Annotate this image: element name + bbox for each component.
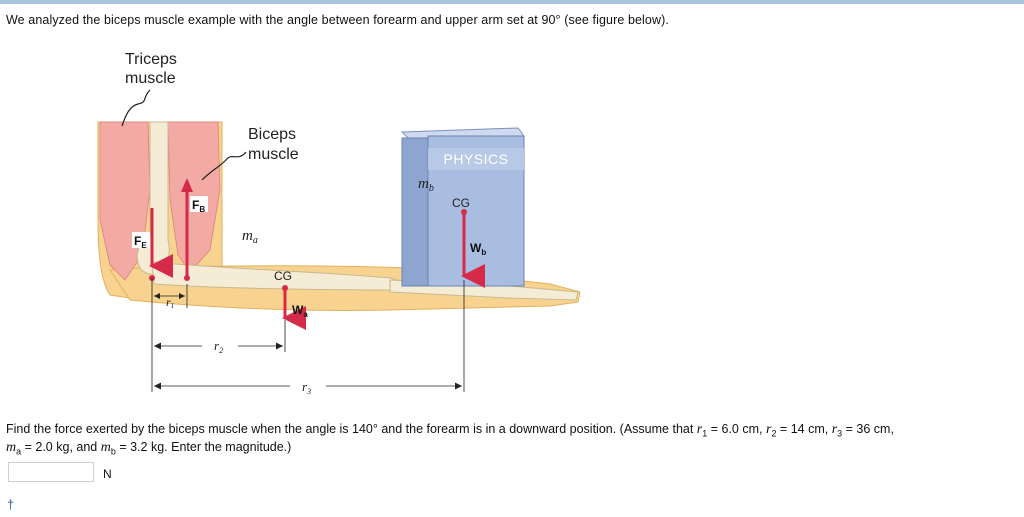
triceps-label-1: Triceps — [125, 51, 177, 68]
biceps-figure: PHYSICS Triceps muscle Biceps muscle mb … — [97, 51, 581, 396]
fb-label-bg — [190, 196, 208, 212]
fb-label: FB — [192, 198, 205, 214]
fe-label-bg — [132, 232, 150, 248]
wb-label: Wb — [470, 241, 486, 257]
ma-label: ma — [242, 228, 258, 246]
r3-label: r3 — [302, 379, 311, 396]
question-line-1: Find the force exerted by the biceps mus… — [6, 422, 894, 439]
fb-point — [184, 275, 190, 281]
intro-text: We analyzed the biceps muscle example wi… — [6, 13, 669, 27]
triceps-label-2: muscle — [125, 70, 176, 87]
biceps-label-2: muscle — [248, 146, 299, 163]
r2-label: r2 — [214, 338, 223, 355]
biceps-label-1: Biceps — [248, 126, 296, 143]
fe-label: FE — [134, 234, 147, 250]
answer-unit: N — [103, 467, 112, 481]
r1-label: r1 — [166, 295, 174, 310]
cg-arm-label: CG — [274, 269, 292, 283]
mb-label: mb — [418, 176, 434, 194]
top-border — [0, 0, 1024, 4]
wa-label: Wa — [292, 303, 308, 319]
book-title-band — [428, 148, 524, 170]
book-title: PHYSICS — [444, 151, 509, 167]
cg-book-label: CG — [452, 196, 470, 210]
footnote-dagger[interactable]: † — [7, 497, 15, 512]
biceps-pointer — [201, 151, 247, 181]
triceps-pointer — [121, 89, 151, 127]
question-line-2: ma = 2.0 kg, and mb = 3.2 kg. Enter the … — [6, 440, 292, 457]
fb-arrowhead — [181, 178, 193, 192]
answer-input[interactable] — [8, 462, 94, 482]
